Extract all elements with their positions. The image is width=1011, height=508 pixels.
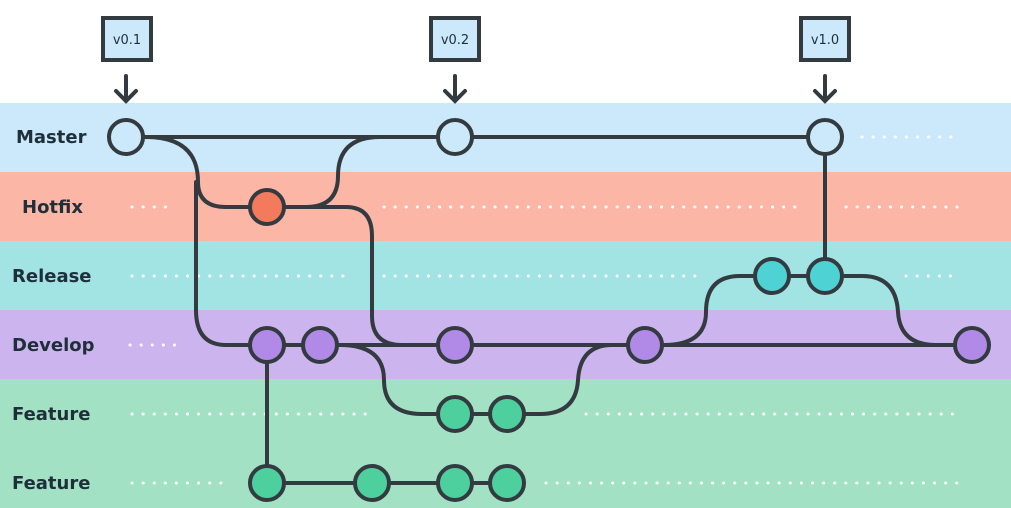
commit-master-1[interactable]: [107, 118, 145, 156]
commit-feature2-2[interactable]: [353, 464, 391, 502]
commit-master-3[interactable]: [806, 118, 844, 156]
tag-v1-0[interactable]: v1.0: [799, 16, 851, 62]
lane-label-feature-1: Feature: [12, 404, 90, 425]
tag-arrows: [114, 74, 837, 104]
lane-labels: Master Hotfix Release Develop Feature Fe…: [12, 127, 95, 494]
commit-master-2[interactable]: [436, 118, 474, 156]
commit-hotfix-1[interactable]: [248, 188, 286, 226]
arrow-down-icon: [443, 74, 467, 104]
version-tags: v0.1 v0.2 v1.0: [101, 16, 851, 62]
dotted-placeholders: [128, 135, 962, 485]
tag-box: [429, 16, 481, 62]
commit-feature2-4[interactable]: [488, 464, 526, 502]
arrow-down-icon: [114, 74, 138, 104]
commit-develop-2[interactable]: [301, 326, 339, 364]
tag-box: [101, 16, 153, 62]
edge-hotfix-to-develop: [304, 205, 404, 347]
commit-feature2-3[interactable]: [436, 464, 474, 502]
commit-develop-5[interactable]: [953, 326, 991, 364]
branch-edges: [124, 135, 974, 485]
edge-develop-to-feature1: [338, 343, 542, 416]
tag-box: [799, 16, 851, 62]
arrow-down-icon: [813, 74, 837, 104]
edge-feature1-to-develop: [538, 343, 614, 416]
edge-release-to-develop: [823, 274, 938, 347]
commit-feature2-1[interactable]: [248, 464, 286, 502]
tag-label: v1.0: [811, 33, 839, 48]
commit-develop-4[interactable]: [626, 326, 664, 364]
lane-backgrounds: [0, 103, 1011, 508]
lane-label-feature-2: Feature: [12, 473, 90, 494]
edge-develop-to-release: [662, 274, 827, 347]
commit-develop-1[interactable]: [248, 326, 286, 364]
commit-nodes: [107, 118, 991, 502]
commit-release-2[interactable]: [806, 257, 844, 295]
lane-label-master: Master: [16, 127, 87, 148]
tag-v0-2[interactable]: v0.2: [429, 16, 481, 62]
lane-label-hotfix: Hotfix: [22, 197, 83, 218]
edge-master-to-develop: [194, 180, 269, 347]
commit-feature1-1[interactable]: [436, 395, 474, 433]
tag-label: v0.2: [441, 33, 469, 48]
lane-label-release: Release: [12, 266, 92, 287]
commit-feature1-2[interactable]: [488, 395, 526, 433]
lane-label-develop: Develop: [12, 335, 95, 356]
tag-label: v0.1: [113, 33, 141, 48]
tag-v0-1[interactable]: v0.1: [101, 16, 153, 62]
commit-release-1[interactable]: [753, 257, 791, 295]
commit-develop-3[interactable]: [436, 326, 474, 364]
